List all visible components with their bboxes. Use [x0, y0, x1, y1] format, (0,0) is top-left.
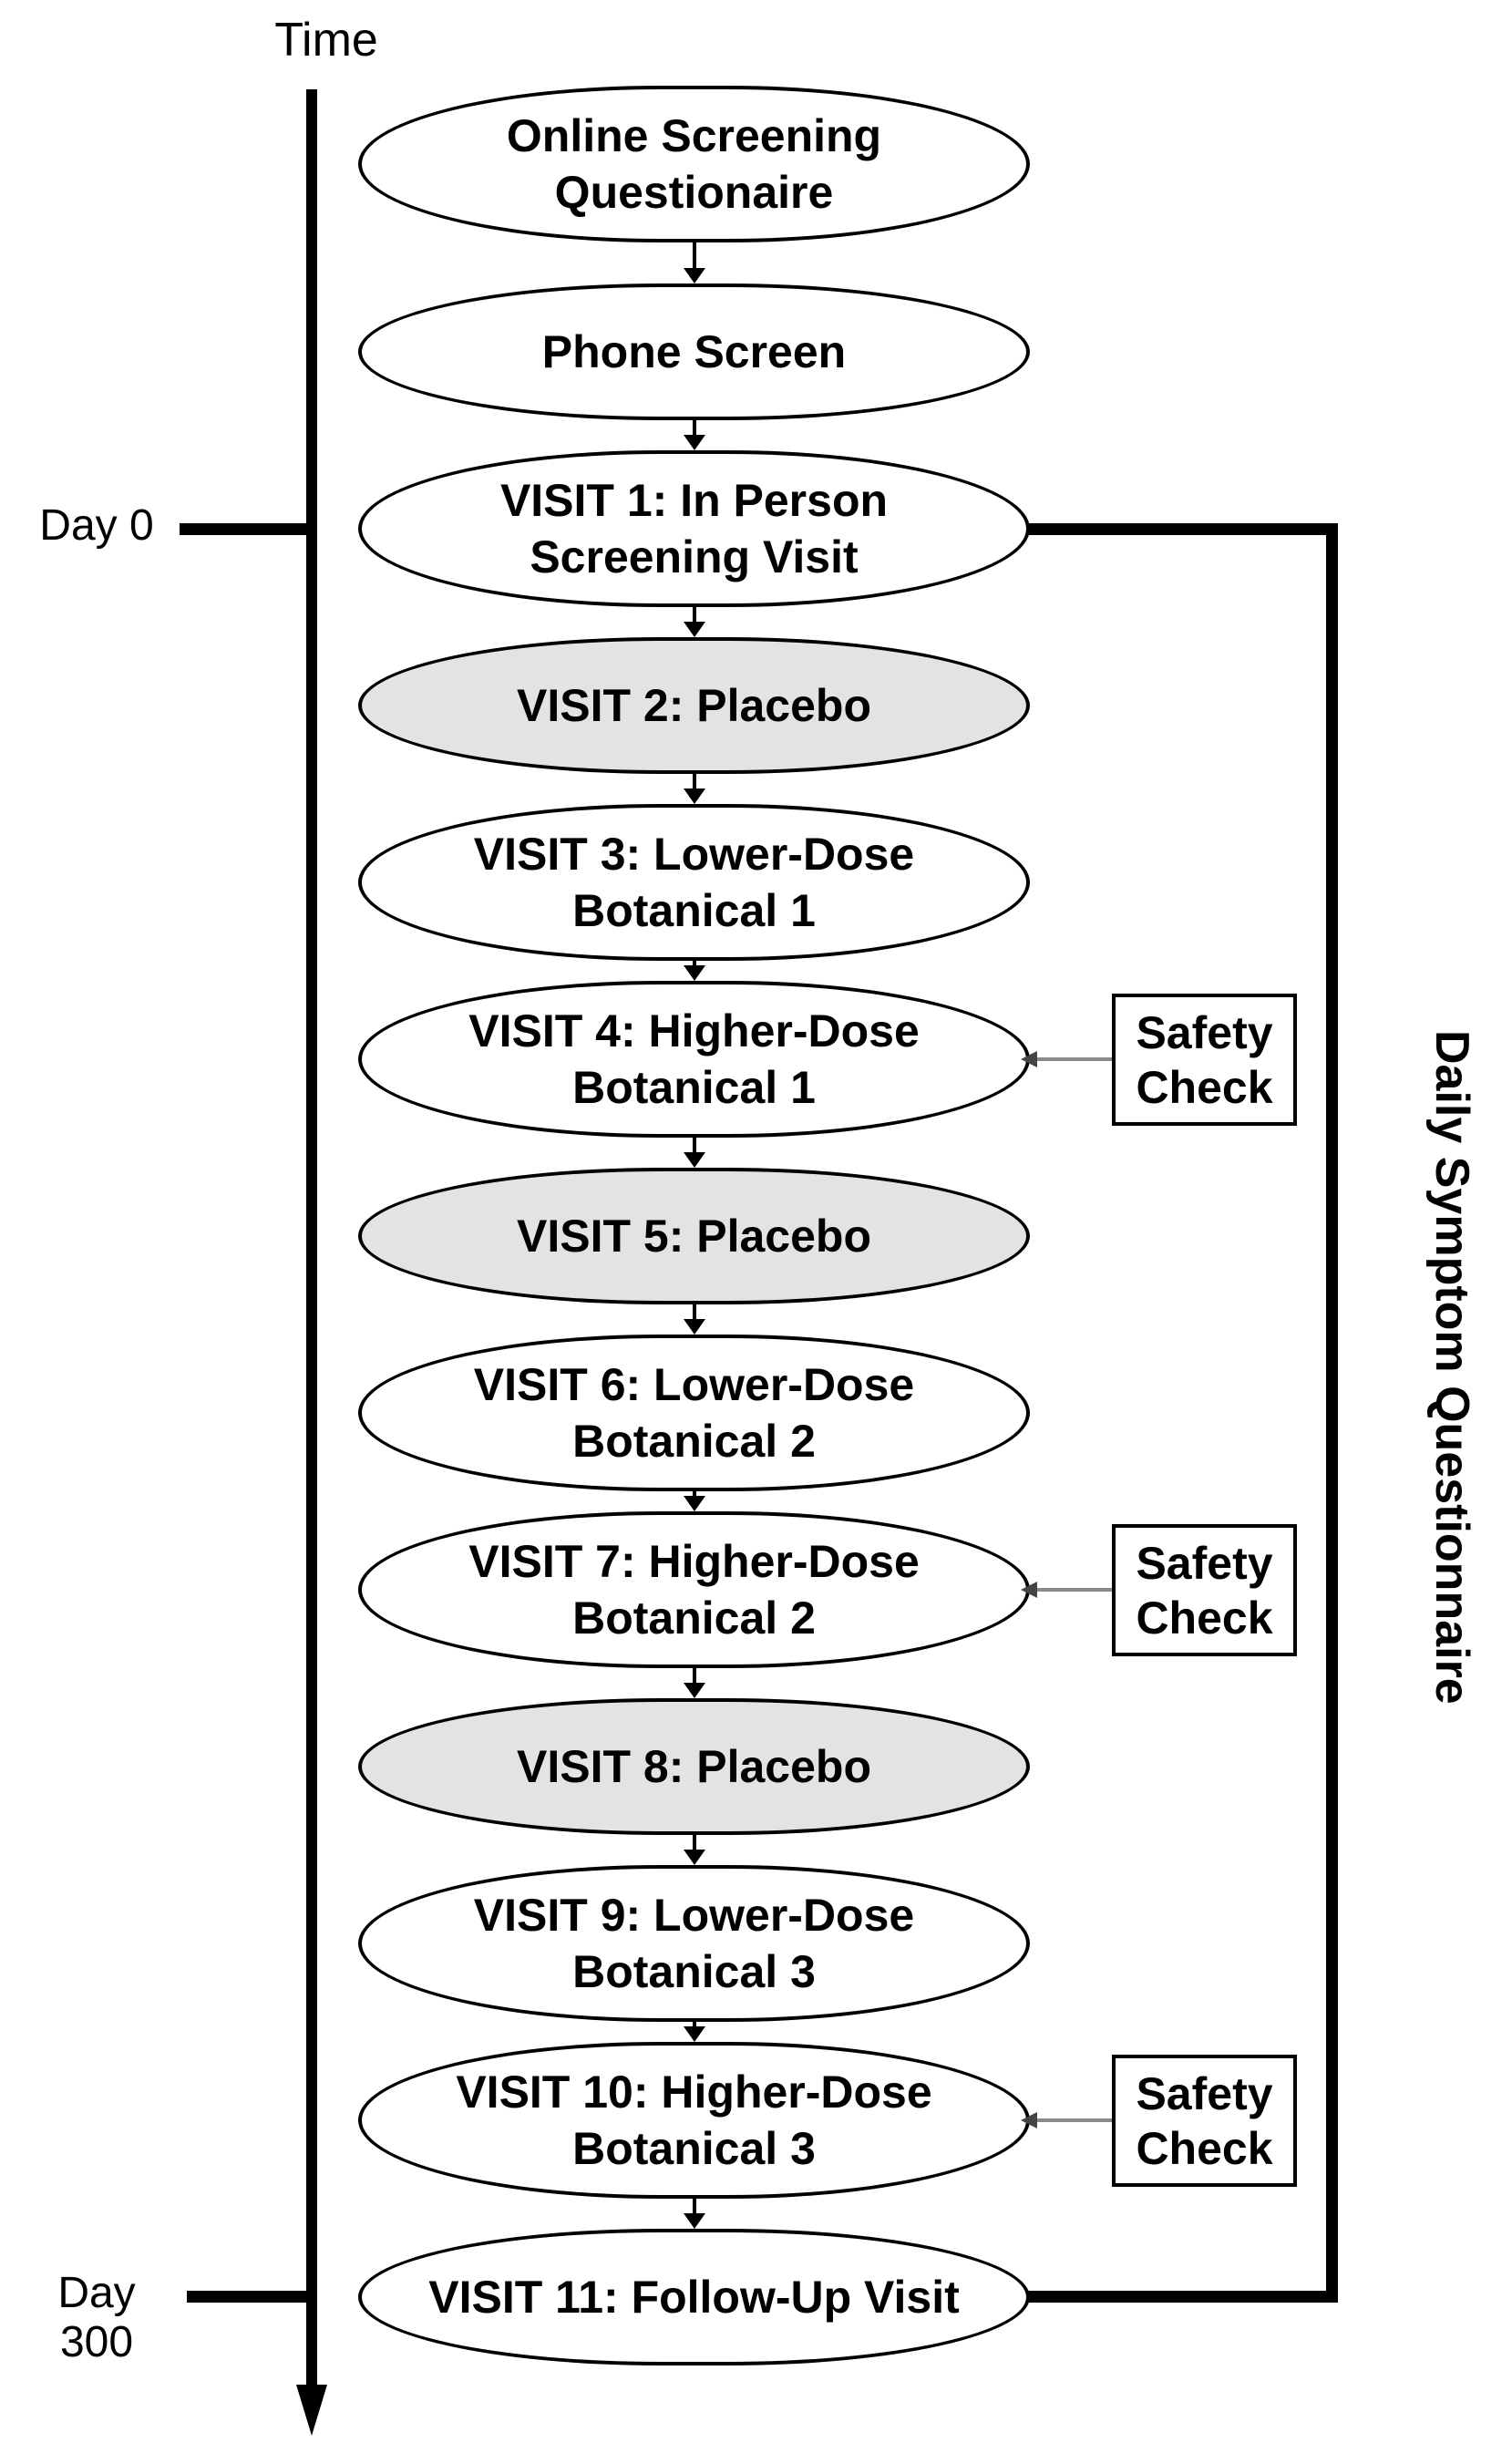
down-arrow-icon [684, 1668, 705, 1698]
down-arrow-icon [684, 1491, 705, 1511]
safety-check-label: Safety Check [1136, 1006, 1273, 1113]
flow-node-label: VISIT 1: In Person Screening Visit [499, 475, 889, 582]
daily-questionnaire-bracket-bottom-line [1026, 2291, 1326, 2303]
safety-check-left-arrow-icon [1021, 1582, 1037, 1598]
down-arrow-head [684, 1683, 705, 1698]
flow-node-label: VISIT 6: Lower-Dose Botanical 2 [473, 1359, 915, 1467]
day-0-label: Day 0 [39, 501, 154, 550]
safety-check-box: Safety Check [1112, 1524, 1297, 1656]
flow-node: VISIT 6: Lower-Dose Botanical 2 [358, 1335, 1030, 1491]
down-arrow-icon [684, 1304, 705, 1335]
down-arrow-head [684, 2213, 705, 2229]
down-arrow-shaft [693, 2022, 696, 2028]
down-arrow-head [684, 1319, 705, 1335]
down-arrow-shaft [693, 420, 696, 437]
flow-node: VISIT 3: Lower-Dose Botanical 1 [358, 804, 1030, 961]
down-arrow-shaft [693, 2199, 696, 2215]
flow-node-label: VISIT 2: Placebo [516, 680, 871, 731]
safety-check-connector-line [1037, 2118, 1112, 2122]
down-arrow-head [684, 965, 705, 981]
flow-node: VISIT 9: Lower-Dose Botanical 3 [358, 1865, 1030, 2022]
flow-node-label: VISIT 7: Higher-Dose Botanical 2 [468, 1536, 920, 1644]
down-arrow-shaft [693, 1668, 696, 1685]
safety-check-box: Safety Check [1112, 994, 1297, 1126]
safety-check-left-arrow-icon [1021, 1051, 1037, 1067]
down-arrow-shaft [693, 607, 696, 624]
down-arrow-icon [684, 961, 705, 981]
down-arrow-shaft [693, 242, 696, 270]
daily-symptom-questionnaire-label: Daily Symptom Questionnaire [1425, 1030, 1478, 1705]
down-arrow-icon [684, 1138, 705, 1168]
down-arrow-shaft [693, 1835, 696, 1851]
flow-node-label: VISIT 4: Higher-Dose Botanical 1 [468, 1005, 920, 1113]
time-axis-down-arrow-icon [296, 2385, 327, 2436]
day-300-tick-line [187, 2291, 306, 2303]
down-arrow-icon [684, 2199, 705, 2229]
daily-questionnaire-bracket-top-line [1026, 523, 1338, 535]
down-arrow-head [684, 788, 705, 804]
down-arrow-shaft [693, 1491, 696, 1498]
safety-check-label: Safety Check [1136, 1537, 1273, 1644]
flow-node-label: Online Screening Questionaire [506, 110, 882, 218]
down-arrow-head [684, 622, 705, 637]
safety-check-connector-line [1037, 1588, 1112, 1592]
down-arrow-shaft [693, 1304, 696, 1321]
down-arrow-head [684, 268, 705, 283]
down-arrow-icon [684, 1835, 705, 1865]
flow-node: Phone Screen [358, 283, 1030, 420]
flow-node-label: VISIT 3: Lower-Dose Botanical 1 [473, 829, 915, 936]
time-axis-label: Time [274, 14, 378, 67]
down-arrow-shaft [693, 961, 696, 967]
flow-node: VISIT 5: Placebo [358, 1168, 1030, 1304]
flow-node-label: VISIT 8: Placebo [516, 1741, 871, 1792]
day-0-tick-line [180, 523, 306, 535]
down-arrow-shaft [693, 1138, 696, 1154]
down-arrow-head [684, 1850, 705, 1865]
flow-node: Online Screening Questionaire [358, 86, 1030, 242]
flow-node-label: VISIT 9: Lower-Dose Botanical 3 [473, 1890, 915, 1997]
flow-node: VISIT 4: Higher-Dose Botanical 1 [358, 981, 1030, 1138]
down-arrow-icon [684, 420, 705, 450]
flow-node: VISIT 7: Higher-Dose Botanical 2 [358, 1511, 1030, 1668]
flow-node: VISIT 2: Placebo [358, 637, 1030, 774]
down-arrow-icon [684, 2022, 705, 2042]
down-arrow-icon [684, 607, 705, 637]
flow-node: VISIT 1: In Person Screening Visit [358, 450, 1030, 607]
daily-questionnaire-bracket-vertical-line [1326, 523, 1338, 2303]
down-arrow-head [684, 1496, 705, 1511]
flow-node: VISIT 11: Follow-Up Visit [358, 2229, 1030, 2365]
down-arrow-head [684, 435, 705, 450]
down-arrow-head [684, 1152, 705, 1168]
safety-check-connector-line [1037, 1057, 1112, 1061]
flow-node: VISIT 8: Placebo [358, 1698, 1030, 1835]
flow-node: VISIT 10: Higher-Dose Botanical 3 [358, 2042, 1030, 2199]
safety-check-label: Safety Check [1136, 2067, 1273, 2174]
safety-check-left-arrow-icon [1021, 2112, 1037, 2128]
down-arrow-icon [684, 774, 705, 804]
down-arrow-shaft [693, 774, 696, 790]
time-axis-line [306, 89, 317, 2388]
down-arrow-icon [684, 242, 705, 283]
down-arrow-head [684, 2026, 705, 2042]
flow-node-label: VISIT 5: Placebo [516, 1211, 871, 1262]
flow-node-label: VISIT 10: Higher-Dose Botanical 3 [456, 2066, 932, 2174]
safety-check-box: Safety Check [1112, 2055, 1297, 2187]
flow-node-label: VISIT 11: Follow-Up Visit [428, 2272, 960, 2323]
flow-node-label: Phone Screen [541, 326, 847, 377]
day-300-label: Day 300 [57, 2269, 136, 2366]
